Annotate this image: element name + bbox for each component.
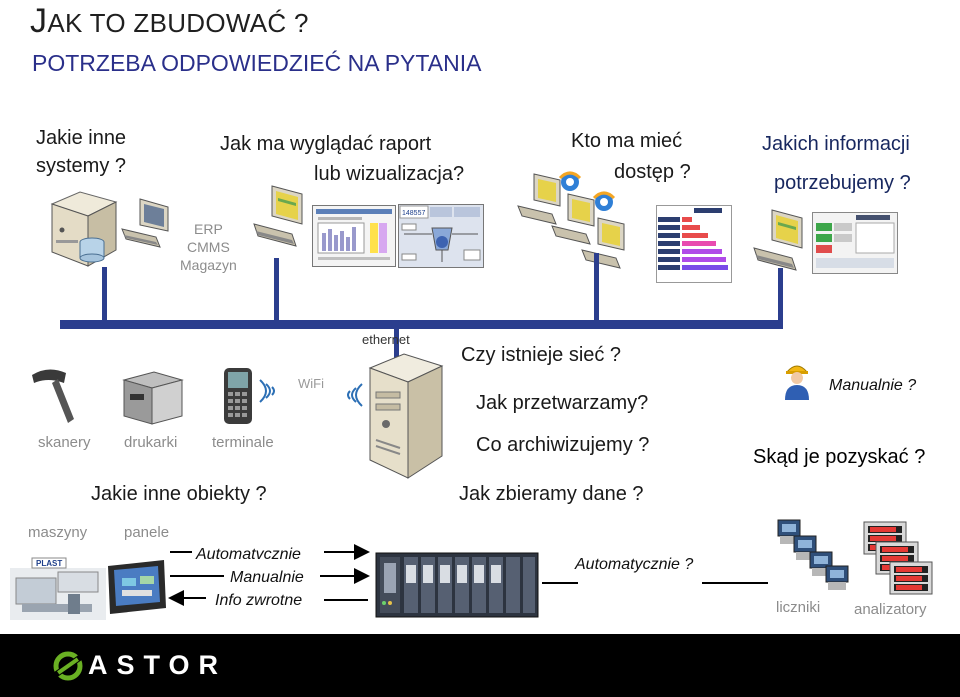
- label-analyzers: analizatory: [854, 601, 927, 618]
- terminal-icon: [220, 366, 256, 426]
- question-other-objects: Jakie inne obiekty ?: [91, 483, 267, 505]
- question-collection: Jak zbieramy dane ?: [459, 483, 644, 505]
- manual-label: Manualnie ?: [829, 377, 917, 394]
- mode-arrows: [168, 540, 374, 610]
- panel-image: [106, 558, 168, 616]
- visualization-screen-image: 148557: [398, 204, 484, 268]
- systems-list: ERP CMMS Magazyn: [180, 220, 237, 274]
- machine-image: PLAST: [8, 548, 108, 624]
- plc-automatic-label: Automatycznie ?: [575, 556, 694, 573]
- bus-drop-info: [778, 268, 783, 321]
- title-first-letter: J: [30, 2, 48, 40]
- energy-meters-image: [774, 516, 858, 596]
- wifi-waves-left-icon: [256, 376, 286, 406]
- page-subtitle: POTRZEBA ODPOWIEDZIEĆ NA PYTANIA: [32, 50, 482, 76]
- device-label-scanners: skanery: [38, 434, 91, 451]
- bus-drop-systems: [102, 267, 107, 321]
- server-database-icon: [40, 190, 122, 268]
- ethernet-label: ethernet: [362, 332, 410, 347]
- ethernet-bus: [60, 320, 783, 329]
- question-info-line2: potrzebujemy ?: [774, 172, 911, 194]
- report-screen-image: [312, 205, 396, 267]
- bus-drop-report: [274, 258, 279, 321]
- machine-brand-text: PLAST: [36, 559, 62, 568]
- system-warehouse: Magazyn: [180, 257, 237, 273]
- footer-bar: [0, 634, 960, 697]
- plc-arrow: [540, 578, 580, 588]
- question-access-line2: dostęp ?: [614, 161, 691, 183]
- report-header-number: 148557: [402, 210, 425, 217]
- access-workstations-icon: [516, 170, 646, 276]
- device-label-terminals: terminale: [212, 434, 274, 451]
- report-workstation-icon: [252, 184, 314, 252]
- question-systems-line1: Jakie inne: [36, 127, 127, 149]
- wifi-label: WiFi: [298, 376, 324, 391]
- question-systems: Jakie inne systemy ?: [36, 124, 126, 180]
- title-rest: AK TO ZBUDOWAĆ ?: [47, 8, 309, 38]
- mode-feedback: Info zwrotne: [215, 592, 303, 609]
- question-network: Czy istnieje sieć ?: [461, 344, 622, 366]
- central-server-icon: [362, 352, 446, 480]
- label-meters: liczniki: [776, 599, 821, 616]
- question-processing: Jak przetwarzamy?: [476, 392, 649, 414]
- system-cmms: CMMS: [187, 239, 230, 255]
- power-analyzers-image: [862, 520, 934, 598]
- question-access-line1: Kto ma mieć: [571, 130, 683, 152]
- label-panels: panele: [124, 524, 170, 541]
- question-systems-line2: systemy ?: [36, 155, 127, 177]
- mode-automatic: Automatvcznie: [196, 546, 301, 563]
- access-chart-screen-image: [656, 205, 732, 283]
- info-screen-image: [812, 212, 898, 274]
- question-source: Skąd je pozyskać ?: [753, 446, 926, 468]
- brand-name: ASTOR: [88, 650, 228, 680]
- worker-icon: [782, 360, 812, 400]
- scanner-icon: [28, 365, 82, 425]
- page-title: JAK TO ZBUDOWAĆ ?: [30, 2, 309, 41]
- question-info-line1: Jakich informacji: [762, 133, 910, 155]
- mode-manual: Manualnie: [230, 569, 304, 586]
- workstation-icon: [120, 197, 178, 249]
- question-report-line2: lub wizualizacja?: [314, 163, 465, 185]
- plc-arrow-right: [700, 578, 770, 588]
- question-report-line1: Jak ma wyglądać raport: [220, 133, 432, 155]
- bus-drop-access: [594, 253, 599, 321]
- question-archiving: Co archiwizujemy ?: [476, 434, 650, 456]
- wifi-waves-right-icon: [332, 380, 368, 410]
- astor-logo-icon: [50, 650, 86, 682]
- plc-rack-image: [374, 545, 540, 621]
- bus-drop-server: [394, 328, 399, 364]
- system-erp: ERP: [194, 221, 223, 237]
- device-label-printers: drukarki: [124, 434, 178, 451]
- label-machines: maszyny: [28, 524, 88, 541]
- printer-icon: [120, 370, 184, 426]
- info-workstation-icon: [752, 208, 814, 276]
